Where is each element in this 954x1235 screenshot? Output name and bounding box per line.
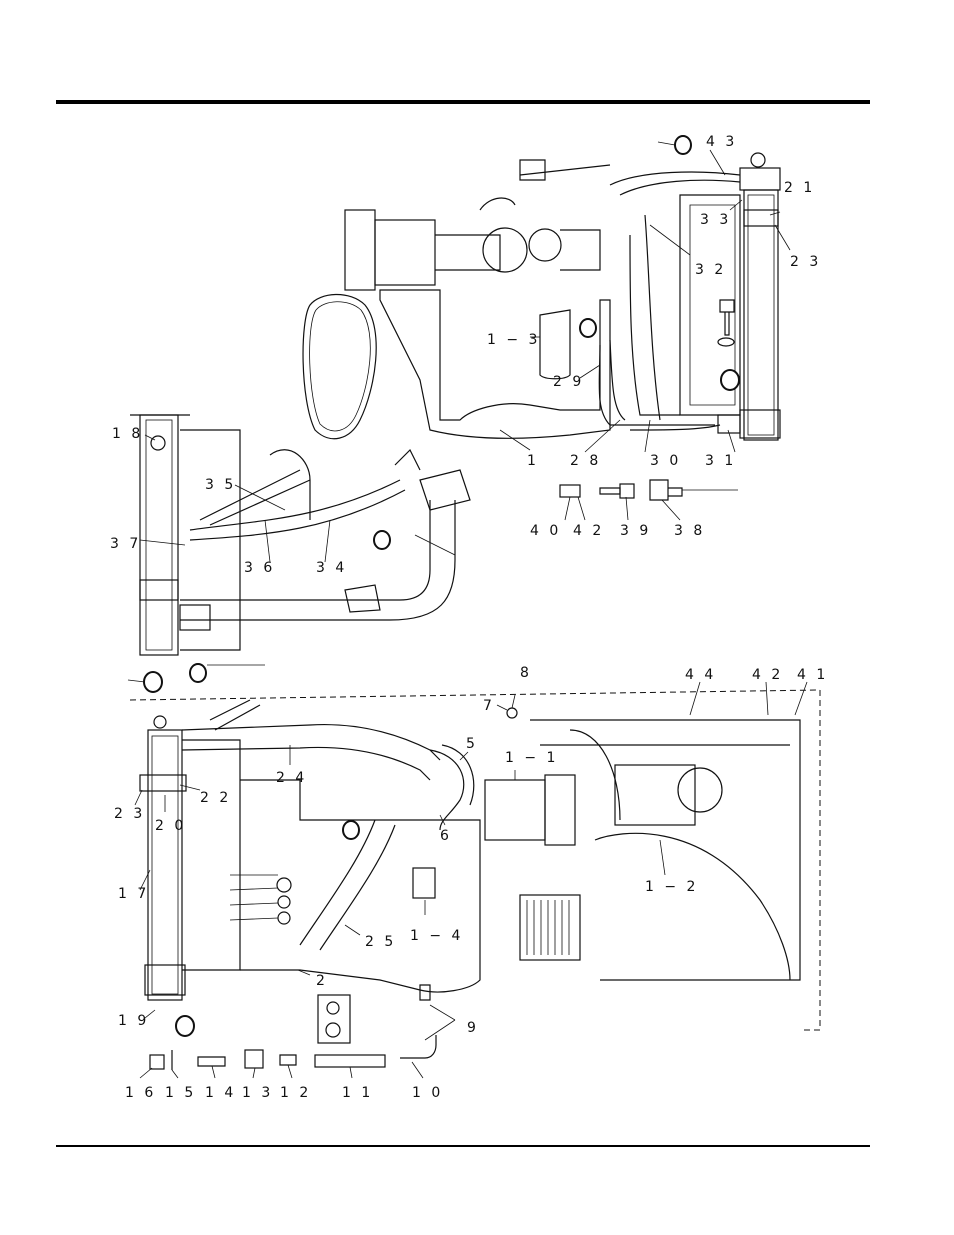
callout-42b: 4 2 <box>752 667 783 683</box>
callout-35: 3 5 <box>205 477 236 493</box>
hose-clamp-icon <box>721 370 739 390</box>
filter-1-3 <box>540 310 570 379</box>
callout-40: 4 0 <box>530 523 561 539</box>
callout-33: 3 3 <box>700 212 731 228</box>
callout-36: 3 6 <box>244 560 275 576</box>
callout-42: 4 2 <box>573 523 604 539</box>
callout-24: 2 4 <box>276 770 307 786</box>
fan-belt <box>303 294 376 438</box>
callout-1-3: 1 − 3 <box>487 332 540 348</box>
callout-11: 1 1 <box>342 1085 373 1101</box>
callout-29: 2 9 <box>553 374 584 390</box>
callout-18: 1 8 <box>112 426 143 442</box>
callout-5: 5 <box>466 736 478 752</box>
hose-clamp-icon <box>190 664 206 682</box>
callout-1-2: 1 − 2 <box>645 879 698 895</box>
radiator-right <box>740 153 780 440</box>
hose-clamp-icon <box>675 136 691 154</box>
radiator-grille <box>520 895 580 960</box>
callout-28: 2 8 <box>570 453 601 469</box>
hose-clamp-icon <box>343 821 359 839</box>
lower-view <box>130 672 820 1070</box>
callout-labels: 4 3 3 3 2 1 2 3 3 2 1 − 3 2 9 1 2 8 3 0 … <box>110 134 828 1101</box>
callout-25: 2 5 <box>365 934 396 950</box>
callout-12: 1 2 <box>280 1085 311 1101</box>
callout-15: 1 5 <box>165 1085 196 1101</box>
callout-22: 2 2 <box>200 790 231 806</box>
callout-44: 4 4 <box>685 667 716 683</box>
upper-view <box>303 136 780 500</box>
callout-6: 6 <box>440 828 452 844</box>
callout-10: 1 0 <box>412 1085 443 1101</box>
callout-38: 3 8 <box>674 523 705 539</box>
callout-9: 9 <box>467 1020 479 1036</box>
hose-clamp-icon <box>144 672 162 692</box>
hose-clamp-icon <box>374 531 390 549</box>
callout-39: 3 9 <box>620 523 651 539</box>
callout-23: 2 3 <box>790 254 821 270</box>
callout-43: 4 3 <box>706 134 737 150</box>
callout-8: 8 <box>520 665 532 681</box>
callout-1-4: 1 − 4 <box>410 928 463 944</box>
callout-19: 1 9 <box>118 1013 149 1029</box>
radiator-left <box>130 415 190 655</box>
callout-14: 1 4 <box>205 1085 236 1101</box>
callout-2: 2 <box>316 973 328 989</box>
callout-34: 3 4 <box>316 560 347 576</box>
leader-lines <box>128 142 807 1078</box>
hose-clamp-icon <box>580 319 596 337</box>
callout-37: 3 7 <box>110 536 141 552</box>
callout-30: 3 0 <box>650 453 681 469</box>
radiator-lower <box>140 716 186 1000</box>
callout-13: 1 3 <box>242 1085 273 1101</box>
middle-view <box>130 415 470 682</box>
callout-32: 3 2 <box>695 262 726 278</box>
callout-1-1: 1 − 1 <box>505 750 558 766</box>
filter-1-4 <box>413 868 435 898</box>
callout-7: 7 <box>483 698 495 714</box>
callout-1: 1 <box>527 453 539 469</box>
air-cleaner-lower <box>485 775 575 845</box>
hose-clamp-icon <box>176 1016 194 1036</box>
callout-41: 4 1 <box>797 667 828 683</box>
callout-23b: 2 3 <box>114 806 145 822</box>
callout-21: 2 1 <box>784 180 815 196</box>
callout-31: 3 1 <box>705 453 736 469</box>
callout-16: 1 6 <box>125 1085 156 1101</box>
air-cleaner-upper <box>345 160 610 290</box>
callout-17: 1 7 <box>118 886 149 902</box>
callout-20: 2 0 <box>155 818 186 834</box>
